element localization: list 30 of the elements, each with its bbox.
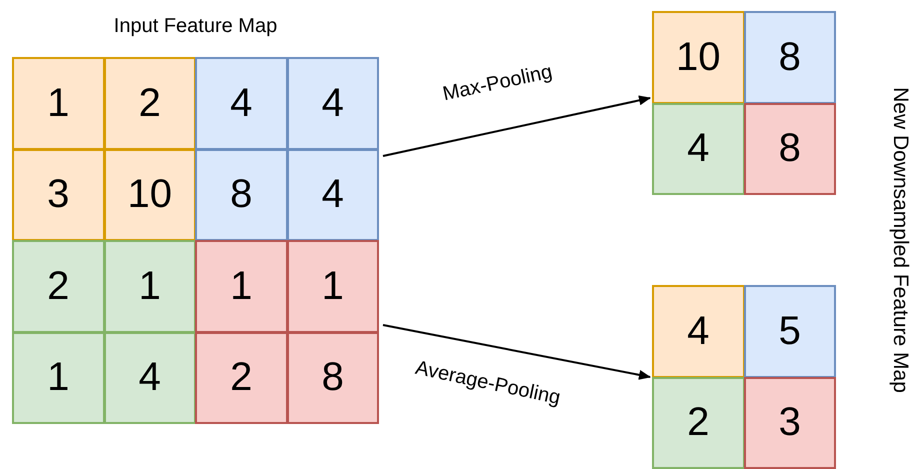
grid-cell: 8	[744, 102, 836, 195]
grid-cell: 1	[104, 240, 196, 332]
grid-cell: 10	[652, 11, 744, 104]
grid-cell: 3	[744, 376, 836, 469]
grid-cell: 4	[286, 148, 379, 241]
grid-cell: 4	[104, 332, 196, 424]
grid-cell: 1	[286, 240, 379, 332]
grid-cell: 1	[12, 57, 104, 150]
grid-cell: 4	[286, 57, 379, 150]
vertical-label: New Downsampled Feature Map	[888, 87, 912, 393]
feature-map-grid	[652, 285, 836, 469]
grid-cell: 4	[195, 57, 288, 150]
grid-cell: 1	[12, 332, 104, 424]
grid-cell: 2	[12, 240, 104, 332]
grid-cell: 3	[12, 148, 104, 241]
feature-map-grid	[652, 11, 836, 195]
grid-cell: 4	[652, 285, 744, 378]
grid-cell: 10	[104, 148, 196, 241]
grid-title: Input Feature Map	[112, 15, 278, 38]
grid-cell: 8	[286, 332, 379, 424]
grid-cell: 2	[104, 57, 196, 150]
grid-cell: 2	[652, 376, 744, 469]
arrow	[382, 95, 651, 157]
grid-cell: 8	[744, 11, 836, 104]
arrow	[382, 324, 651, 380]
grid-cell: 2	[195, 332, 288, 424]
grid-cell: 8	[195, 148, 288, 241]
grid-cell: 1	[195, 240, 288, 332]
grid-cell: 5	[744, 285, 836, 378]
grid-cell: 4	[652, 102, 744, 195]
